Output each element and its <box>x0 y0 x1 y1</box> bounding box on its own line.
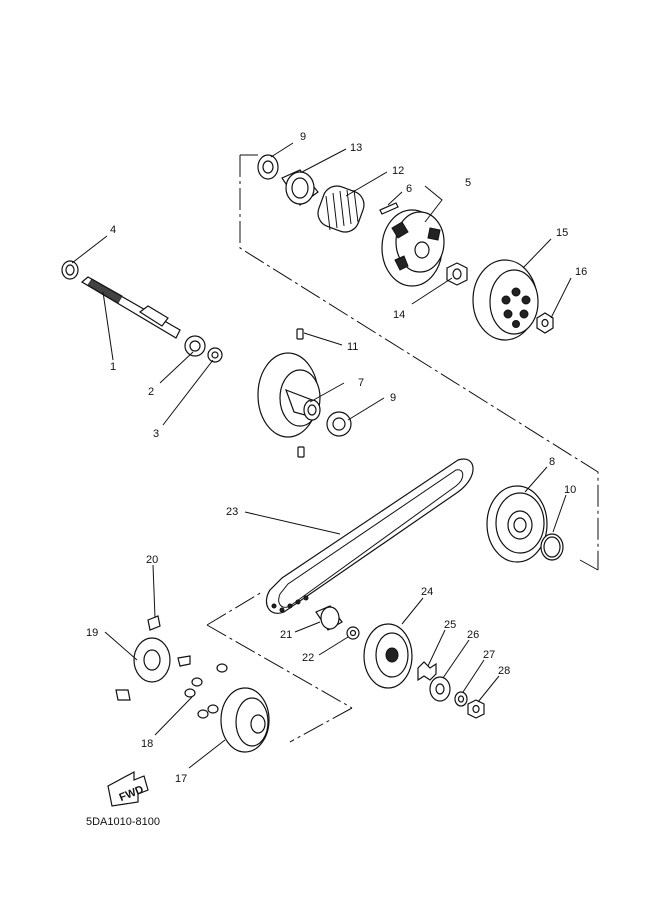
callout-14: 14 <box>393 309 405 321</box>
callout-25: 25 <box>444 619 456 631</box>
pin-6 <box>379 202 399 215</box>
callout-18: 18 <box>141 738 153 750</box>
callout-1: 1 <box>110 361 116 373</box>
cam-19 <box>133 637 171 683</box>
callout-23: 23 <box>226 506 238 518</box>
oil-seal-9-lower <box>326 411 352 437</box>
primary-fixed-sheave-24 <box>363 623 413 689</box>
nut-28 <box>467 699 485 719</box>
callout-24: 24 <box>421 586 433 598</box>
leader-lines <box>71 142 572 769</box>
callout-2: 2 <box>148 386 154 398</box>
callout-10: 10 <box>564 484 576 496</box>
bearing-2 <box>184 335 206 357</box>
callout-9-upper: 9 <box>300 131 306 143</box>
callout-5: 5 <box>465 177 471 189</box>
collar-21 <box>315 605 343 631</box>
callout-13: 13 <box>350 142 362 154</box>
callout-7: 7 <box>358 377 364 389</box>
collar-13 <box>281 169 319 206</box>
callout-15: 15 <box>556 227 568 239</box>
washer-3 <box>207 347 223 363</box>
primary-shaft <box>80 276 181 339</box>
callout-12: 12 <box>392 165 404 177</box>
assembly-boundary-lower <box>206 591 353 743</box>
callout-19: 19 <box>86 627 98 639</box>
nut-16 <box>536 312 554 334</box>
callout-21: 21 <box>280 629 292 641</box>
callout-11: 11 <box>347 341 358 353</box>
one-way-clutch-26 <box>429 676 451 702</box>
callout-20: 20 <box>146 554 158 566</box>
callout-9-lower: 9 <box>390 392 396 404</box>
secondary-sliding-sheave-7 <box>257 352 321 438</box>
compression-spring-12 <box>317 185 365 233</box>
secondary-fixed-sheave-8 <box>486 485 548 563</box>
callout-26: 26 <box>467 629 479 641</box>
washer-22 <box>346 626 360 640</box>
diagram-code: 5DA1010-8100 <box>86 816 161 828</box>
bearing-4 <box>61 260 79 280</box>
slider-20 <box>115 615 191 701</box>
forward-arrow-icon: FWD <box>107 770 149 807</box>
callout-27: 27 <box>483 649 495 661</box>
callout-8: 8 <box>549 456 555 468</box>
v-belt-23 <box>265 458 474 614</box>
gear-25 <box>417 661 437 682</box>
callout-16: 16 <box>575 266 587 278</box>
callout-6: 6 <box>406 183 412 195</box>
assembly-boundary-upper <box>239 154 599 571</box>
nut-14 <box>446 262 468 286</box>
clutch-carrier-5 <box>381 209 445 287</box>
weight-18 <box>184 663 228 719</box>
primary-sliding-sheave-17 <box>220 687 270 753</box>
guide-pin-11-bottom <box>297 446 305 458</box>
guide-pin-11-top <box>296 328 304 340</box>
callout-28: 28 <box>498 665 510 677</box>
callout-numbers: 4 1 2 3 9 13 12 6 5 15 16 14 11 7 9 8 10… <box>86 131 587 785</box>
callout-4: 4 <box>110 224 116 236</box>
callout-17: 17 <box>175 773 187 785</box>
clutch-housing-15 <box>472 259 539 341</box>
oil-seal-9-upper <box>257 154 279 180</box>
circlip-10 <box>540 533 564 561</box>
washer-27 <box>454 691 468 707</box>
callout-3: 3 <box>153 428 159 440</box>
callout-22: 22 <box>302 652 314 664</box>
